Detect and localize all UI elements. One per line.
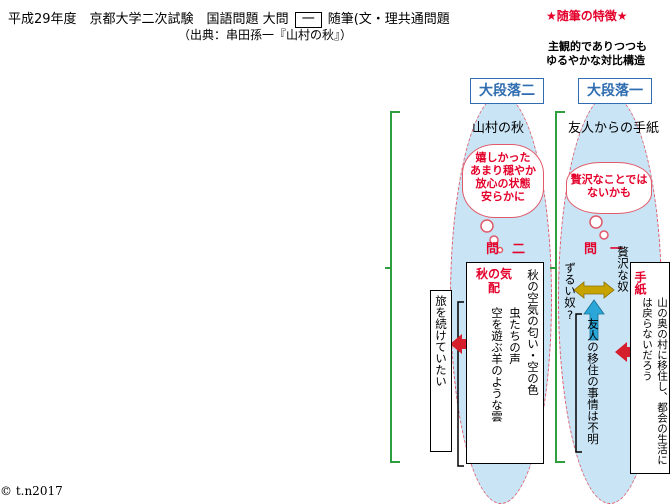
title-suffix: 随筆(文・理共通問題 bbox=[327, 12, 450, 27]
letter-box: 手紙 山の奥の村に移住し、都会の生活には戻らないだろう bbox=[630, 262, 670, 474]
autumn-sign-box: 秋の気配 秋の空気の匂い・空の色 虫たちの声 空を遊ぶ羊のような雲 bbox=[466, 262, 544, 464]
page-title: 平成29年度 京都大学二次試験 国語問題 大問一随筆(文・理共通問題 bbox=[8, 8, 450, 28]
bubble1-line-1: 贅沢なことでは bbox=[570, 173, 648, 186]
source-citation: （出典：串田孫一『山村の秋』） bbox=[178, 28, 353, 42]
arrow-up-icon bbox=[583, 299, 605, 341]
section1-thought-bubble: 贅沢なことでは ないかも bbox=[566, 162, 652, 214]
double-arrow-icon bbox=[573, 281, 615, 299]
section1-topic: 友人からの手紙 bbox=[568, 121, 660, 136]
question-number-box: 一 bbox=[294, 12, 322, 28]
bubble2-line-4: 安らかに bbox=[481, 190, 525, 203]
continue-journey-text: 旅を続けていたい bbox=[434, 295, 448, 387]
bubble2-line-1: 嬉しかった bbox=[475, 151, 531, 164]
letter-text: 山の奥の村に移住し、都会の生活には戻らないだろう bbox=[641, 297, 668, 465]
autumn-sign-line-2: 虫たちの声 bbox=[508, 307, 522, 365]
autumn-sign-line-3: 空を遊ぶ羊のような雲 bbox=[490, 307, 504, 422]
section2-thought-bubble: 嬉しかった あまり穏やか 放心の状態 安らかに bbox=[462, 144, 544, 218]
friend-situation-text: 友人の移住の事情は不明 bbox=[586, 318, 600, 445]
question-1-label: 問 一 bbox=[584, 242, 624, 257]
letter-label: 手紙 bbox=[633, 271, 647, 295]
bubble2-line-3: 放心の状態 bbox=[475, 177, 531, 190]
sly-guy-text: ずるい奴? bbox=[563, 262, 577, 322]
luxury-guy-text: 贅沢な奴 bbox=[616, 246, 630, 292]
title-prefix: 平成29年度 京都大学二次試験 国語問題 大問 bbox=[8, 12, 289, 27]
autumn-sign-line-1: 秋の空気の匂い・空の色 bbox=[526, 269, 540, 396]
feature-title: ★随筆の特徴★ bbox=[546, 9, 628, 23]
section2-topic: 山村の秋 bbox=[472, 121, 525, 136]
question-2-label: 問 二 bbox=[486, 242, 526, 257]
feature-line-1: 主観的でありつつも bbox=[548, 40, 647, 53]
section2-label: 大段落二 bbox=[470, 78, 544, 104]
autumn-sign-title: 秋の気配 bbox=[475, 267, 512, 295]
bubble2-line-2: あまり穏やか bbox=[470, 164, 536, 177]
section1-label: 大段落一 bbox=[578, 78, 652, 104]
continue-journey-box: 旅を続けていたい bbox=[430, 290, 452, 452]
copyright-notice: © t.n2017 bbox=[0, 484, 63, 498]
bubble1-line-2: ないかも bbox=[587, 186, 631, 199]
feature-line-2: ゆるやかな対比構造 bbox=[546, 54, 645, 67]
